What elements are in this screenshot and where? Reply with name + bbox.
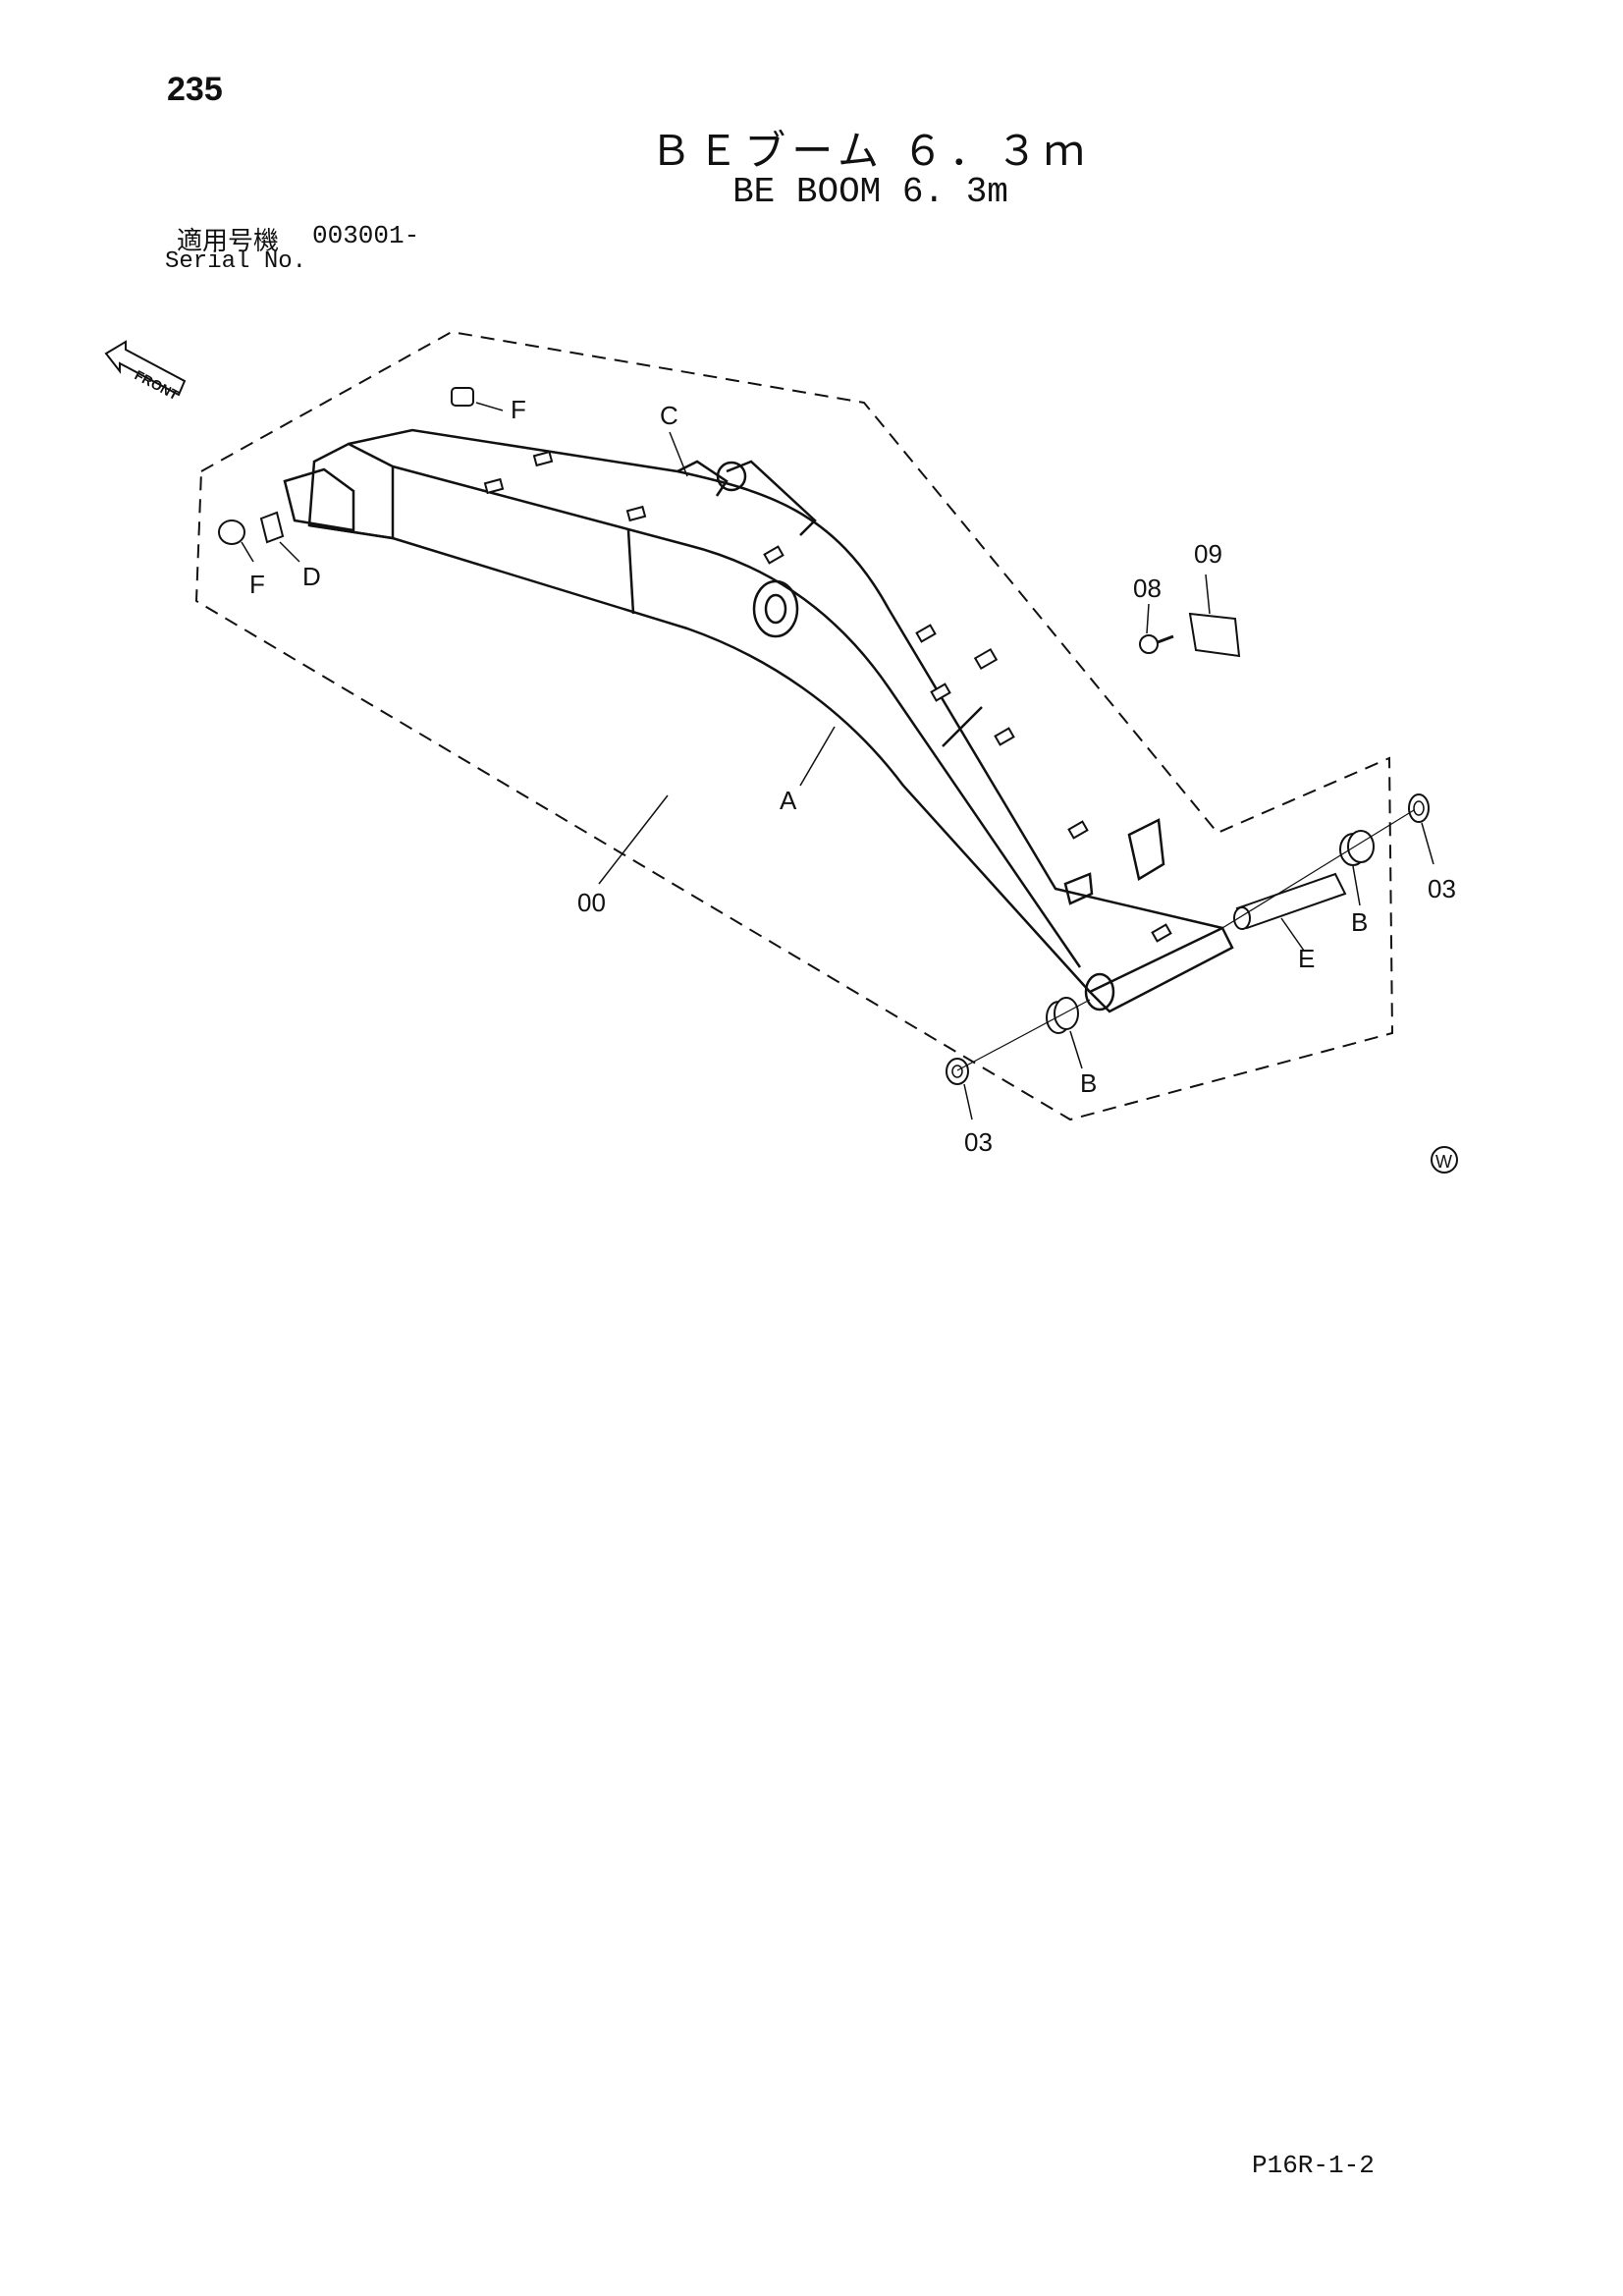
callout-03-left: 03 <box>964 1127 993 1157</box>
part-03-seal-left <box>946 1058 973 1121</box>
part-e-pin <box>1233 872 1347 952</box>
svg-text:W: W <box>1435 1152 1452 1172</box>
centerline-right <box>1221 809 1415 929</box>
serial-label-japanese: 適用号機 <box>177 226 280 255</box>
part-f-left <box>218 519 254 563</box>
callout-08: 08 <box>1133 574 1162 603</box>
callout-a: A <box>780 786 797 815</box>
part-b-bushing-left <box>1046 997 1083 1069</box>
serial-number-value: 003001- <box>312 221 420 250</box>
part-03-seal-right <box>1408 793 1434 865</box>
front-arrow-icon: FRONT <box>104 340 187 403</box>
callout-f-top: F <box>511 395 526 424</box>
callout-f-left: F <box>249 570 265 599</box>
leader-a <box>799 726 836 787</box>
title-english: BE BOOM 6. 3m <box>732 172 1008 212</box>
callout-d: D <box>302 562 321 591</box>
callout-b-left: B <box>1080 1068 1097 1098</box>
page-code: P16R-1-2 <box>1252 2151 1375 2180</box>
leader-c <box>669 431 688 477</box>
serial-label-english: Serial No. <box>165 248 307 275</box>
callout-09: 09 <box>1194 539 1222 569</box>
part-09-plate <box>1188 574 1241 658</box>
callout-c: C <box>660 401 678 430</box>
part-d <box>259 511 300 563</box>
boom-body <box>283 428 1234 1013</box>
watermark-circle-w-icon: W <box>1431 1146 1458 1174</box>
callout-00: 00 <box>577 888 606 917</box>
leader-00 <box>598 794 669 885</box>
boom-pads <box>483 450 1172 943</box>
part-f-top <box>451 387 504 411</box>
callout-03-right: 03 <box>1428 874 1456 903</box>
callout-e: E <box>1298 944 1315 973</box>
callout-b-right: B <box>1351 907 1368 937</box>
centerline-left <box>956 999 1091 1071</box>
part-08-bolt <box>1139 603 1174 654</box>
page-number: 235 <box>167 71 223 108</box>
title-japanese: ＢＥブーム ６．３ｍ <box>650 128 1091 174</box>
assembly-outline <box>194 330 1394 1121</box>
